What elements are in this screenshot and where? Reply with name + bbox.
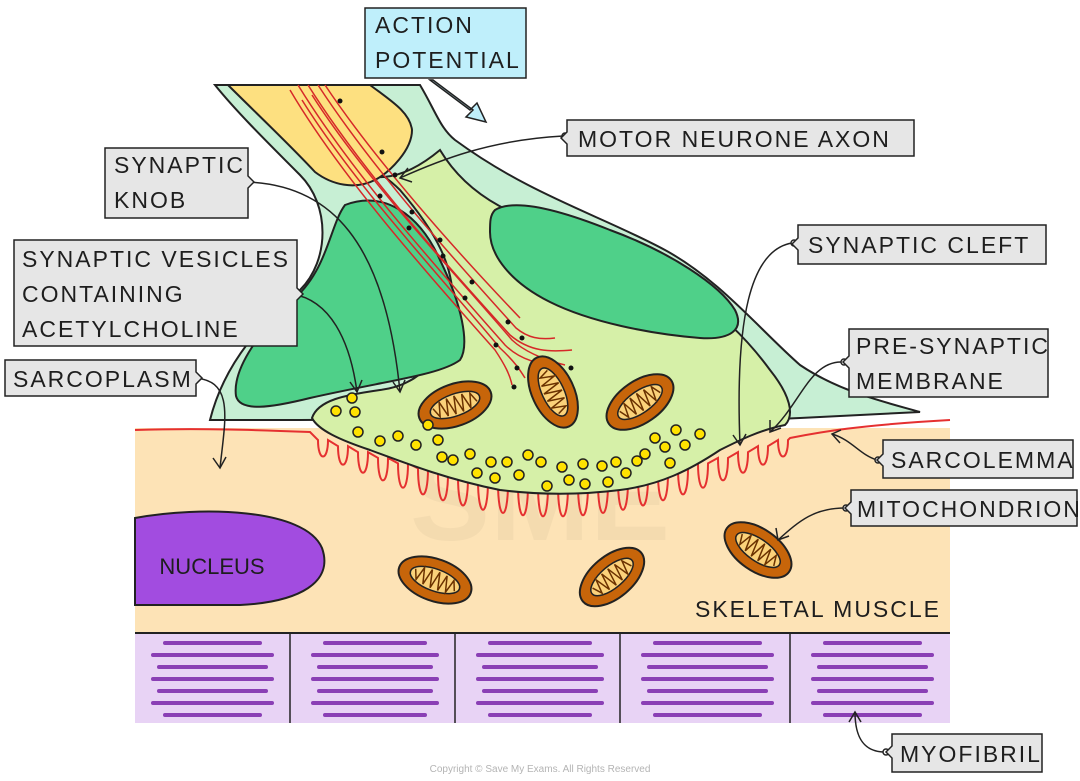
synaptic-vesicle [471,467,483,479]
label-synaptic-cleft: SYNAPTIC CLEFT [790,224,1047,265]
myofibril-text: MYOFIBRIL [900,741,1042,767]
pointer-synaptic-vesicles [291,293,358,393]
synaptic-vesicle [513,469,525,481]
label-synaptic-knob: SYNAPTIC KNOB [104,147,256,219]
label-synaptic-vesicles: SYNAPTIC VESICLES CONTAINING ACETYLCHOLI… [13,239,305,347]
synaptic-vesicle [522,449,534,461]
synaptic-vesicle [489,472,501,484]
synaptic-vesicle [679,439,691,451]
pointer-sarcoplasm [193,377,226,469]
pointer-motor-neurone-axon [399,135,564,179]
nucleus-label: NUCLEUS [159,554,264,579]
pointer-pre-synaptic-membrane [769,361,844,433]
synaptic-vesicles-line-1: SYNAPTIC VESICLES [22,246,290,272]
pointer-mitochondrion [777,507,846,541]
synaptic-vesicle [579,478,591,490]
copyright-text: Copyright © Save My Exams. All Rights Re… [430,764,651,775]
synaptic-vesicle [639,448,651,460]
pointer-lines [193,135,886,753]
axon-core [225,84,414,187]
synaptic-vesicle [352,426,364,438]
synaptic-vesicle [664,457,676,469]
skeletal-muscle-label: SKELETAL MUSCLE [695,596,941,622]
synaptic-vesicle [556,461,568,473]
synaptic-vesicle [631,455,643,467]
label-pre-synaptic-membrane: PRE-SYNAPTIC MEMBRANE [841,328,1050,398]
synaptic-vesicle [464,448,476,460]
synaptic-vesicle [346,392,358,404]
synaptic-vesicle [610,456,622,468]
nucleus [134,510,326,606]
sarcolemma-text: SARCOLEMMA [891,447,1075,473]
synaptic-cleft-text: SYNAPTIC CLEFT [808,232,1030,258]
synaptic-vesicle [620,467,632,479]
synaptic-vesicle [541,480,553,492]
synaptic-vesicle [330,405,342,417]
synaptic-vesicle [563,474,575,486]
synaptic-vesicle [410,439,422,451]
synaptic-vesicle [535,456,547,468]
synaptic-vesicle [602,476,614,488]
action-potential-line-1: ACTION [375,12,474,38]
synaptic-vesicle [349,406,361,418]
synaptic-vesicle [649,432,661,444]
label-sarcolemma: SARCOLEMMA [875,439,1075,479]
label-sarcoplasm: SARCOPLASM [4,359,204,397]
synaptic-vesicles-line-2: CONTAINING [22,281,185,307]
synaptic-vesicle [596,460,608,472]
synaptic-vesicle [670,424,682,436]
action-potential-line-2: POTENTIAL [375,47,521,73]
mitochondrion-text: MITOCHONDRION [857,496,1080,522]
label-motor-neurone-axon: MOTOR NEURONE AXON [559,119,915,157]
synaptic-vesicle [374,435,386,447]
pre-synaptic-membrane-line-1: PRE-SYNAPTIC [856,333,1050,359]
synaptic-knob-line-1: SYNAPTIC [114,152,245,178]
schwann-cell-right [488,204,740,340]
pointer-synaptic-cleft [738,242,793,446]
synaptic-vesicle [485,456,497,468]
synaptic-vesicles-line-3: ACETYLCHOLINE [22,316,240,342]
synaptic-vesicles [330,392,706,492]
label-action-potential: ACTION POTENTIAL [364,7,527,79]
sarcoplasm-text: SARCOPLASM [13,366,193,392]
pointer-myofibril [854,711,886,753]
myofibril-band [135,632,950,723]
label-myofibril: MYOFIBRIL [884,733,1043,773]
synaptic-vesicle [432,434,444,446]
synaptic-vesicle [436,451,448,463]
synaptic-vesicle [422,419,434,431]
synaptic-vesicle [447,454,459,466]
synaptic-vesicle [577,458,589,470]
synaptic-vesicle [392,430,404,442]
axon-fibres [289,84,573,386]
synaptic-vesicle [694,428,706,440]
pointer-sarcolemma [831,433,878,461]
action-potential-arrow [427,79,488,124]
axon-dots [337,98,574,390]
label-mitochondrion: MITOCHONDRION [843,489,1080,527]
pointer-arrowheads [212,167,862,723]
motor-neurone-axon-text: MOTOR NEURONE AXON [578,126,891,152]
synaptic-knob-line-2: KNOB [114,187,187,213]
pointer-synaptic-knob [246,181,401,393]
synaptic-vesicle [501,456,513,468]
pre-synaptic-membrane-line-2: MEMBRANE [856,368,1005,394]
synaptic-vesicle [659,441,671,453]
